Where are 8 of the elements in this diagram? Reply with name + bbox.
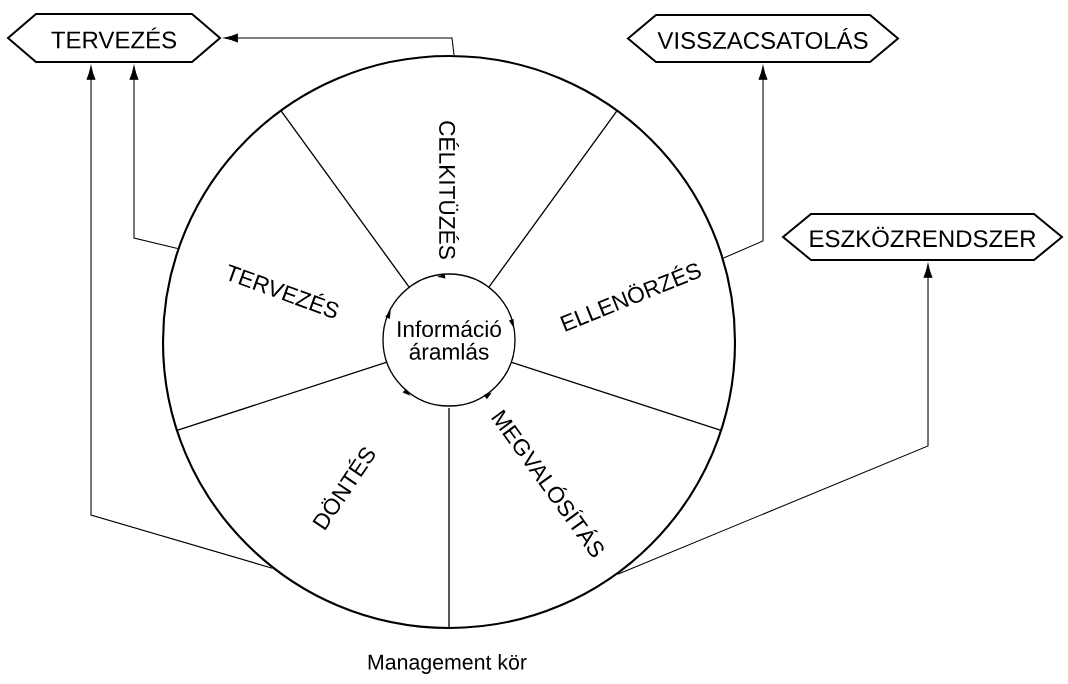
arrow bbox=[86, 66, 273, 569]
caption: Management kör bbox=[368, 654, 527, 674]
wheel-circle bbox=[161, 54, 737, 630]
sector-label: CÉLKITÜZÉS bbox=[439, 121, 459, 259]
arrow bbox=[224, 33, 455, 56]
arrow bbox=[617, 264, 933, 575]
arrow bbox=[723, 66, 768, 259]
arrow bbox=[129, 66, 179, 250]
